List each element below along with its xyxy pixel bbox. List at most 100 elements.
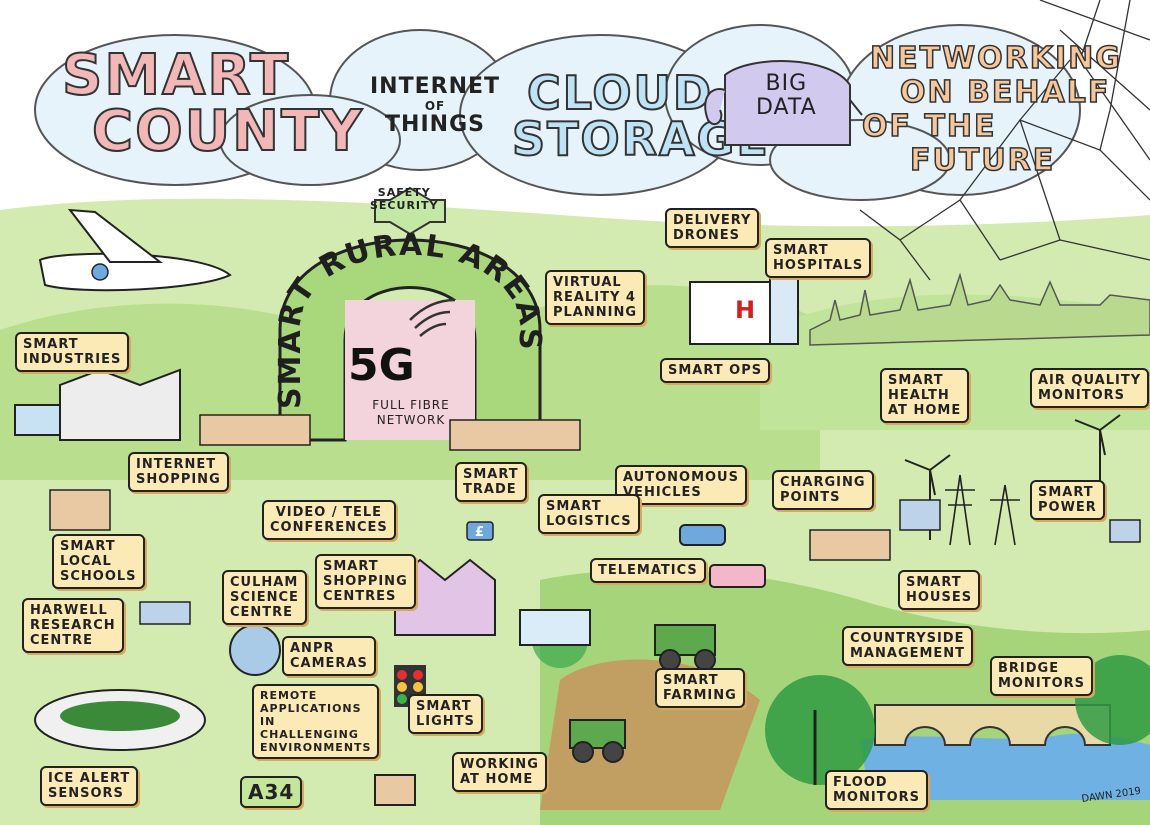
telematics-van-icon (709, 564, 766, 588)
label-line: AUTONOMOUS (623, 470, 739, 485)
globe-icon (229, 624, 281, 676)
label-line: CENTRES (323, 589, 397, 604)
pylon-icon (945, 474, 1020, 546)
label-smart-farming: SMART FARMING (655, 668, 745, 708)
label-anpr: ANPR CAMERAS (282, 636, 376, 676)
label-line: A34 (248, 780, 295, 804)
label-smart-trade: SMART TRADE (455, 462, 527, 502)
label-line: FLOOD (833, 775, 888, 790)
label-smart-shopping: SMART SHOPPING CENTRES (315, 554, 416, 609)
label-line: VIDEO / TELE (275, 505, 383, 520)
label-line: HOUSES (906, 590, 973, 605)
label-virtual-reality: VIRTUAL REALITY 4 PLANNING (545, 270, 646, 325)
label-ice-alert: ICE ALERT SENSORS (40, 766, 139, 806)
label-smart-industries: SMART INDUSTRIES (15, 332, 130, 372)
label-line: MONITORS (833, 790, 920, 805)
label-line: CONFERENCES (270, 520, 388, 535)
river (860, 733, 1150, 800)
five-g-text: 5G (348, 340, 415, 391)
label-air-quality: AIR QUALITY MONITORS (1030, 368, 1150, 408)
label-line: POINTS (780, 490, 841, 505)
label-line: CENTRE (30, 633, 94, 648)
label-line: SMART (1038, 485, 1094, 500)
label-line: CHALLENGING (260, 728, 359, 741)
label-flood-monitors: FLOOD MONITORS (825, 770, 928, 810)
home-office-icon (374, 774, 416, 806)
autonomous-car-icon (679, 524, 726, 546)
label-line: FARMING (663, 688, 737, 703)
title-line: DATA (756, 95, 817, 120)
label-delivery-drones: DELIVERY DRONES (665, 208, 760, 248)
label-line: VEHICLES (623, 485, 702, 500)
label-line: SHOPPING (323, 574, 408, 589)
label-smart-ops: SMART OPS (660, 358, 771, 383)
title-line: BIG (765, 71, 808, 96)
label-line: AIR QUALITY (1038, 373, 1142, 388)
shopping-centre-icon (394, 558, 496, 636)
title-line: SMART (61, 43, 291, 108)
label-harwell: HARWELL RESEARCH CENTRE (22, 598, 124, 653)
label-telematics: TELEMATICS (590, 558, 706, 583)
network-web (859, 0, 1150, 281)
label-smart-lights: SMART LIGHTS (408, 694, 483, 734)
label-line: TELEMATICS (598, 563, 698, 578)
label-line: CAMERAS (290, 656, 368, 671)
label-line: ENVIRONMENTS (260, 741, 372, 754)
elephant-icon (704, 60, 863, 146)
label-line: CHARGING (780, 475, 866, 490)
label-line: IN (260, 715, 276, 728)
label-line: AT HOME (460, 772, 534, 787)
label-line: HEALTH (888, 388, 950, 403)
label-line: REALITY 4 (553, 290, 636, 305)
label-line: SMART (60, 539, 116, 554)
label-line: HARWELL (30, 603, 108, 618)
label-charging-points: CHARGING POINTS (772, 470, 874, 510)
label-smart-local-schools: SMART LOCAL SCHOOLS (52, 534, 145, 589)
traffic-light-icon (394, 665, 426, 707)
signal-icon (409, 298, 456, 337)
label-bridge-monitors: BRIDGE MONITORS (990, 656, 1093, 696)
label-line: SMART (416, 699, 472, 714)
label-line: PLANNING (553, 305, 638, 320)
label-line: MONITORS (998, 676, 1085, 691)
village-houses (49, 414, 891, 561)
title-networking: NETWORKING ON BEHALF OF THE FUTURE (861, 41, 1122, 179)
title-line: THINGS (385, 112, 485, 137)
safety-arrow (374, 186, 446, 236)
label-line: SMART (546, 499, 602, 514)
label-line: VIRTUAL (553, 275, 622, 290)
label-video-conferences: VIDEO / TELE CONFERENCES (262, 500, 396, 540)
title-line: COUNTY (91, 99, 364, 164)
label-line: BRIDGE (998, 661, 1060, 676)
label-a34: A34 (240, 776, 303, 808)
label-line: AT HOME (888, 403, 962, 418)
label-line: SMART OPS (668, 363, 763, 378)
label-line: DRONES (673, 228, 740, 243)
label-smart-health: SMART HEALTH AT HOME (880, 368, 970, 423)
label-line: TRADE (463, 482, 517, 497)
harwell-ring-inner (60, 701, 180, 731)
label-line: SMART (323, 559, 379, 574)
label-line: SCHOOLS (60, 569, 137, 584)
label-line: INTERNET (136, 457, 217, 472)
title-internet-of-things: INTERNET OF THINGS (370, 75, 500, 137)
label-line: MONITORS (1038, 388, 1125, 403)
title-line: OF THE (861, 109, 997, 145)
label-line: CULHAM (230, 575, 299, 590)
label-remote-applications: REMOTE APPLICATIONS IN CHALLENGING ENVIR… (252, 684, 380, 759)
title-line: NETWORKING (869, 41, 1122, 77)
tree (765, 675, 875, 785)
label-line: MANAGEMENT (850, 646, 966, 661)
label-line: RESEARCH (30, 618, 116, 633)
text-line: NETWORK (376, 413, 446, 427)
title-line: FUTURE (909, 143, 1056, 179)
truck-icon (519, 609, 591, 646)
hospital-letter: H (735, 296, 755, 324)
title-big-data: BIG DATA (756, 72, 817, 120)
label-line: SMART (663, 673, 719, 688)
payment-card-icon (466, 521, 494, 541)
bridge (874, 704, 1111, 746)
label-line: SMART (888, 373, 944, 388)
label-line: SHOPPING (136, 472, 221, 487)
label-line: LOCAL (60, 554, 112, 569)
